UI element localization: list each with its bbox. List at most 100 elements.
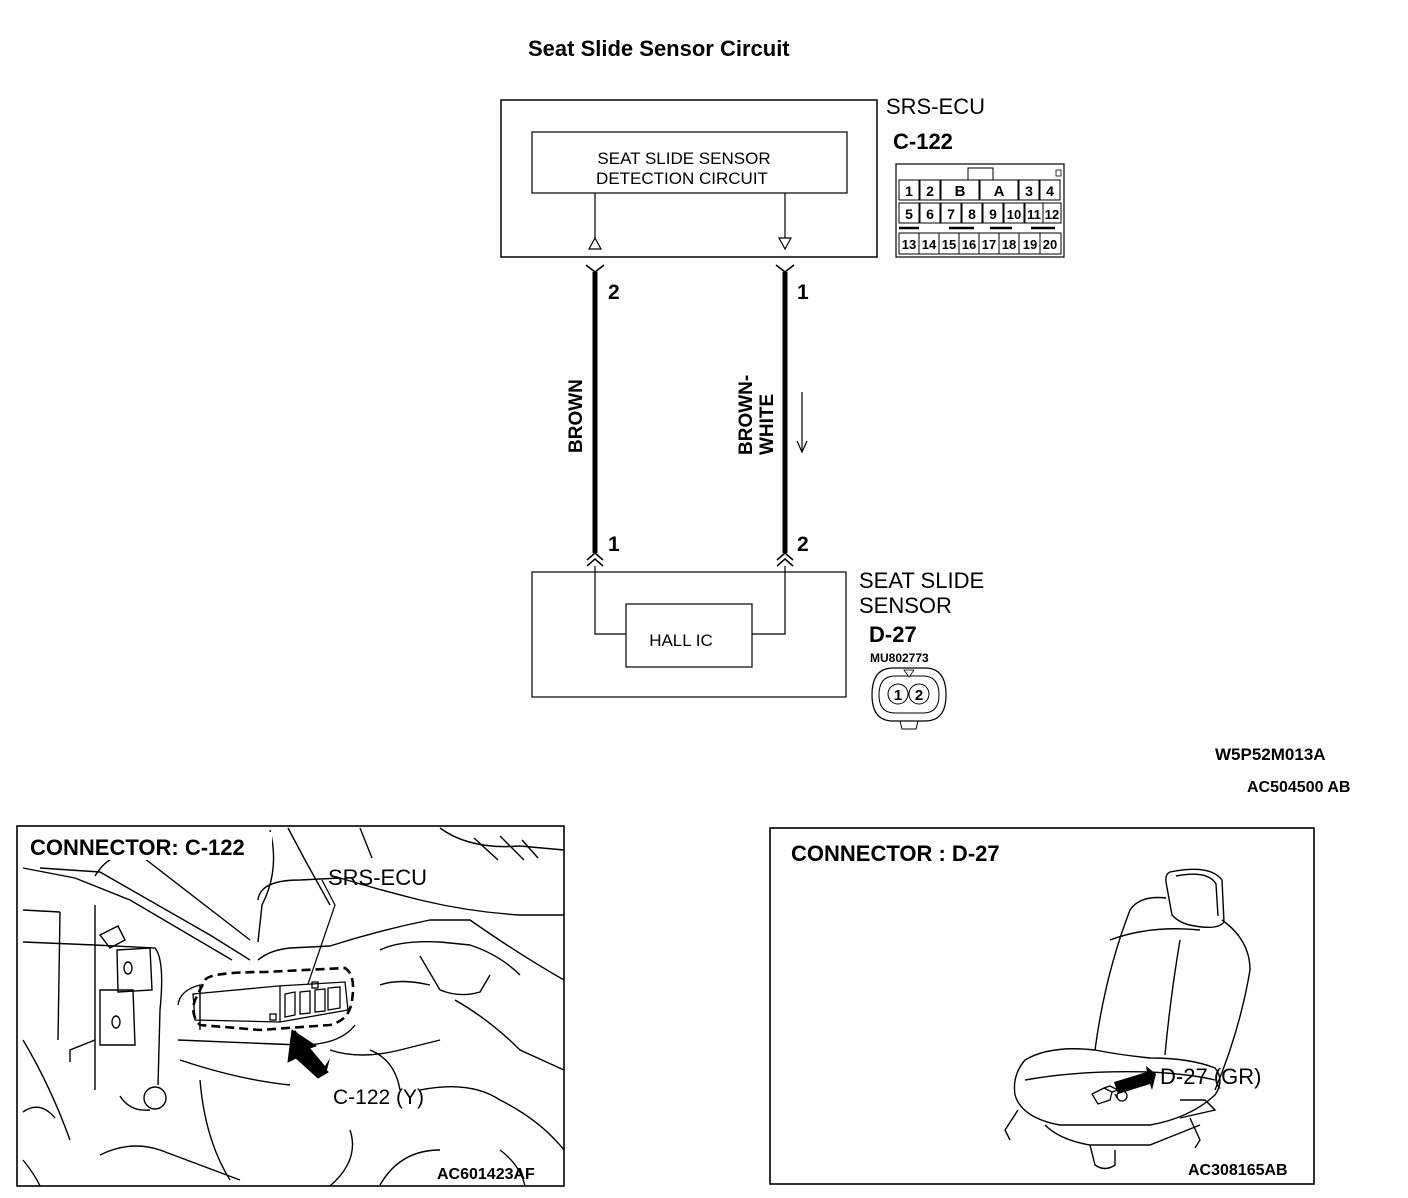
- c122-pin-label: 20: [1043, 237, 1057, 252]
- detection-circuit-box: [531, 131, 848, 194]
- c122-key: [1055, 169, 1062, 177]
- sensor-part-number: MU802773: [870, 651, 929, 665]
- down-triangle-icon: [777, 237, 793, 251]
- d27-latch: [899, 720, 919, 730]
- panel-c122-ecu-label: SRS-ECU: [328, 865, 427, 890]
- c122-pin-cell: [940, 202, 962, 224]
- panel-c122-title-bg: [26, 832, 272, 860]
- diagram-code: W5P52M013A: [1215, 745, 1326, 764]
- terminal-mark-icon: [586, 558, 604, 567]
- hall-ic-label: HALL IC: [649, 631, 713, 650]
- c122-pin-cell: [1039, 232, 1062, 255]
- c122-pin-label: 7: [947, 206, 955, 222]
- figure-code: AC504500 AB: [1247, 779, 1350, 796]
- c122-pin-cell: [1039, 179, 1061, 201]
- c122-pin-label: 12: [1045, 207, 1059, 222]
- c122-pin-cell: [898, 179, 920, 201]
- c122-pin-cell: [919, 202, 941, 224]
- srs-ecu-illustration: [192, 981, 349, 1023]
- ecu-connector-id: C-122: [893, 129, 953, 154]
- diagram-title: Seat Slide Sensor Circuit: [528, 36, 790, 61]
- c122-pin-label: 9: [989, 206, 997, 222]
- ecu-highlight-outline: [192, 966, 355, 1032]
- c122-pin-cell: [1003, 202, 1025, 224]
- c122-pin-cell: [979, 179, 1019, 201]
- arrow-icon: [287, 1029, 329, 1079]
- d27-pin-circle: [887, 683, 909, 705]
- panel-d27-code: AC308165AB: [1188, 1162, 1288, 1179]
- detection-circuit-label-line2: DETECTION CIRCUIT: [596, 169, 768, 188]
- panel-c122-title: CONNECTOR: C-122: [30, 835, 245, 860]
- sensor-name-line2: SENSOR: [859, 593, 952, 618]
- terminal-mark-icon: [775, 264, 795, 274]
- c122-pin-label: 16: [962, 237, 976, 252]
- sensor-name-line1: SEAT SLIDE: [859, 568, 984, 593]
- d27-connector-face: 1 2: [871, 667, 947, 730]
- wire-color-left: BROWN: [566, 379, 587, 453]
- c122-row2: 5 6 7 8 9 10 11 12: [898, 202, 1062, 224]
- panel-d27-connector-label: D-27 (GR): [1160, 1064, 1261, 1089]
- c122-pin-label: 10: [1007, 207, 1021, 222]
- terminal-mark-icon: [776, 558, 794, 567]
- terminal-mark-icon: [586, 552, 604, 561]
- c122-pin-label: 14: [922, 237, 937, 252]
- terminal-mark-icon: [776, 552, 794, 561]
- wire-color-right-line1: BROWN-: [736, 375, 757, 455]
- c122-pin-label: 19: [1023, 237, 1037, 252]
- hall-ic-box: [625, 603, 753, 668]
- c122-pin-label: 6: [926, 206, 934, 222]
- c122-connector-face: 1 2 B A 3 4 5 6 7 8 9 10 11 12: [895, 163, 1065, 258]
- sensor-pin-left: 1: [608, 533, 620, 556]
- panel-c122-frame: [16, 825, 565, 1187]
- c122-pin-cell: [1018, 179, 1040, 201]
- wire-color-right-line2: WHITE: [757, 394, 778, 455]
- panel-connector-d27: CONNECTOR : D-27 D-: [769, 827, 1315, 1185]
- c122-outline: [895, 163, 1065, 258]
- panel-d27-frame: [769, 827, 1315, 1185]
- c122-pin-cell: [982, 202, 1004, 224]
- seat-slide-sensor-block: HALL IC SEAT SLIDE SENSOR D-27 MU802773: [531, 566, 984, 698]
- d27-pin-label: 2: [915, 687, 923, 704]
- sensor-lead-left: [594, 566, 626, 635]
- srs-ecu-block: SEAT SLIDE SENSOR DETECTION CIRCUIT SRS-…: [500, 94, 985, 258]
- c122-pin-cell: [919, 179, 941, 201]
- ecu-name: SRS-ECU: [886, 94, 985, 119]
- ecu-pin-left: 2: [608, 281, 620, 304]
- d27-pin-circle: [908, 683, 930, 705]
- c122-pin-label: 13: [902, 237, 916, 252]
- c122-pin-label: 3: [1025, 183, 1033, 199]
- c122-pin-cell: [961, 202, 983, 224]
- c122-pin-cell: [940, 179, 980, 201]
- d27-key-icon: [903, 669, 915, 678]
- wire-harness: 2 1 1 2 BROWN BROWN- WHITE: [566, 264, 809, 567]
- c122-pin-cell: [1042, 202, 1062, 224]
- d27-housing: [871, 667, 947, 722]
- d27-connector-illustration: [1091, 1085, 1128, 1105]
- c122-pin-label: A: [994, 183, 1005, 200]
- sensor-connector-id: D-27: [869, 622, 917, 647]
- c122-pin-label: 5: [905, 206, 913, 222]
- ecu-pin-right: 1: [797, 281, 809, 304]
- sensor-outline: [531, 571, 847, 698]
- c122-pin-label: 1: [905, 183, 913, 199]
- d27-pin-label: 1: [894, 687, 902, 704]
- detection-circuit-label-line1: SEAT SLIDE SENSOR: [597, 149, 770, 168]
- c122-pin-label: 2: [926, 183, 934, 199]
- terminal-mark-icon: [585, 264, 605, 274]
- panel-c122-code: AC601423AF: [437, 1166, 535, 1183]
- c122-pin-cell: [898, 202, 920, 224]
- seat-illustration: [1004, 868, 1251, 1170]
- c122-pin-label: 4: [1046, 183, 1054, 199]
- sensor-lead-right: [752, 566, 786, 635]
- panel-c122-connector-label: C-122 (Y): [333, 1086, 424, 1109]
- c122-pin-label: 17: [982, 237, 996, 252]
- d27-housing-inner: [878, 675, 940, 714]
- c122-pin-label: 18: [1002, 237, 1016, 252]
- c122-lock-tab: [967, 167, 994, 181]
- c122-pin-label: B: [955, 183, 966, 200]
- arrow-icon: [1114, 1066, 1156, 1094]
- c122-pin-label: 8: [968, 206, 976, 222]
- c122-pin-label: 11: [1027, 207, 1041, 222]
- up-triangle-icon: [587, 236, 603, 250]
